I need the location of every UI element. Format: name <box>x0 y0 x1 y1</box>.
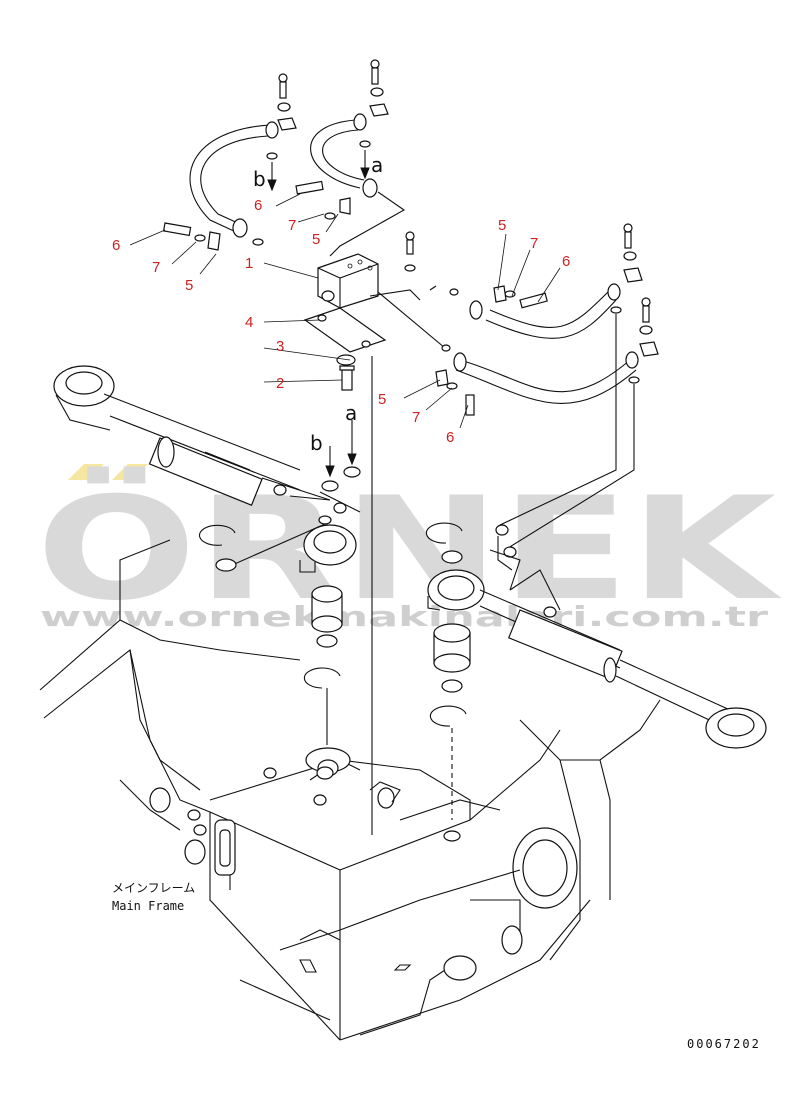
callout-6-upper: 6 <box>254 197 262 214</box>
main-frame <box>39 539 661 1041</box>
callouts: 1 4 3 2 6 7 5 6 7 5 5 7 6 5 7 6 <box>112 197 570 446</box>
flow-mark-a-top: a <box>371 153 383 177</box>
callout-5-upper: 5 <box>312 231 320 248</box>
callout-5-right: 5 <box>498 217 506 234</box>
right-hoses <box>429 223 659 549</box>
callout-6-lower: 6 <box>446 429 454 446</box>
watermark-accent-2 <box>112 464 148 480</box>
frame-label-jp: メインフレーム <box>112 881 195 895</box>
flow-marks: b a a b <box>253 153 383 455</box>
watermark: ÖRNEK www.ornekmakinalari.com.tr <box>36 464 783 633</box>
callout-6-left: 6 <box>112 237 120 254</box>
left-cylinder <box>53 365 357 573</box>
callout-7-lower: 7 <box>412 409 420 426</box>
flow-mark-a-bottom: a <box>345 401 357 425</box>
cylinder-fittings <box>229 420 521 591</box>
leader-lines <box>129 193 561 429</box>
right-cylinder <box>427 569 767 749</box>
watermark-url: www.ornekmakinalari.com.tr <box>40 600 768 633</box>
flow-mark-b-top: b <box>253 167 266 191</box>
callout-1: 1 <box>245 255 253 272</box>
callout-5-lower: 5 <box>378 391 386 408</box>
pin-parts <box>198 522 471 820</box>
upper-hoses <box>162 59 451 835</box>
callout-2: 2 <box>276 375 284 392</box>
watermark-accent <box>68 464 104 480</box>
callout-7-right: 7 <box>530 235 538 252</box>
callout-7-upper: 7 <box>288 217 296 234</box>
callout-6-right: 6 <box>562 253 570 270</box>
flow-mark-b-bottom: b <box>310 431 323 455</box>
callout-4: 4 <box>245 314 253 331</box>
drawing-number: 00067202 <box>687 1037 761 1051</box>
callout-5-left: 5 <box>185 277 193 294</box>
callout-7-left: 7 <box>152 259 160 276</box>
watermark-brand: ÖRNEK <box>36 465 783 632</box>
valve-assembly <box>303 253 387 391</box>
frame-label-en: Main Frame <box>112 899 184 913</box>
callout-3: 3 <box>276 338 284 355</box>
